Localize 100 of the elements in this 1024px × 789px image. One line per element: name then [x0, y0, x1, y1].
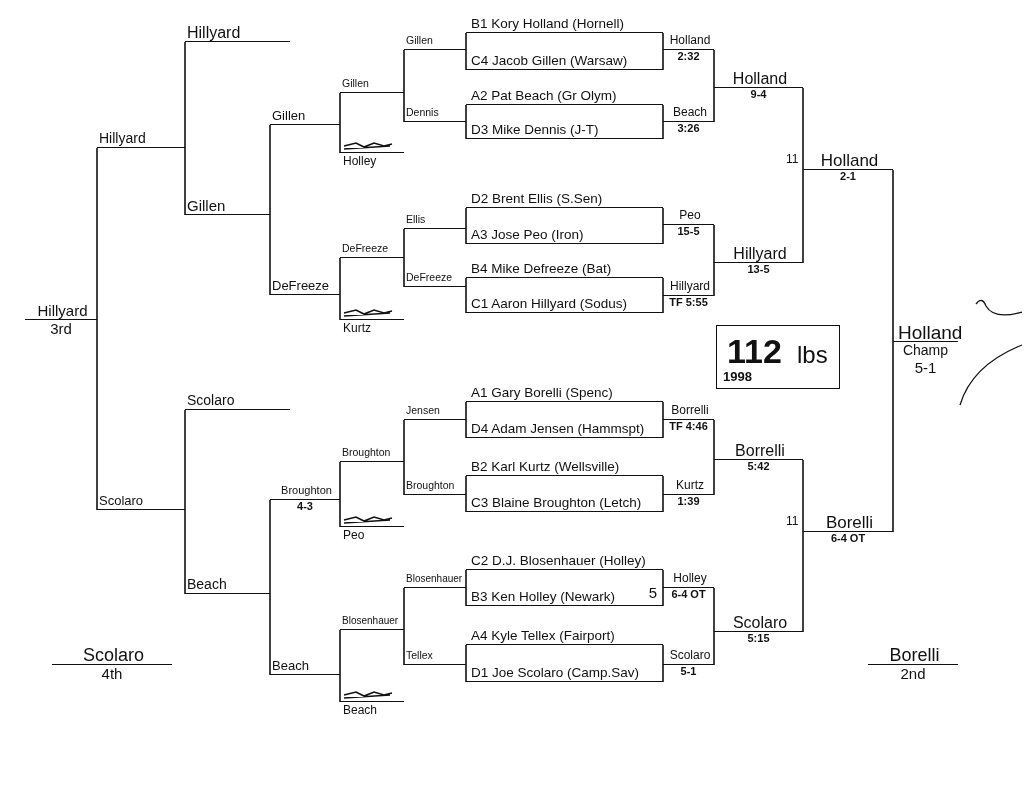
wrestler-name: Beach [270, 657, 340, 675]
bracket-line [662, 401, 664, 421]
weight-class-box [716, 325, 840, 389]
winner-slot [663, 278, 714, 309]
bracket-line [269, 593, 271, 676]
bracket-line [403, 49, 405, 94]
wrestler-name: Gillen [404, 32, 466, 50]
wrestler-name: Beach [663, 104, 714, 122]
placement-label: 3rd [49, 320, 73, 337]
placement-label: 4th [100, 665, 124, 682]
entrant-name: B4 Mike Defreeze (Bat) [466, 260, 663, 278]
bracket-line [662, 49, 664, 71]
entrant-name: D4 Adam Jensen (Hammspt) [466, 420, 663, 438]
wrestler-name: DeFreeze [340, 240, 404, 258]
wrestler-name: Borrelli [714, 442, 803, 460]
winner-slot [663, 647, 714, 678]
placement-slot [25, 302, 97, 337]
bracket-line [662, 224, 664, 245]
match-score: 2-1 [839, 170, 857, 183]
bracket-line [713, 49, 715, 89]
wrestler-name: Hillyard [663, 278, 714, 296]
bracket-line [339, 257, 341, 296]
entrant-name: D3 Mike Dennis (J-T) [466, 121, 663, 139]
match-score: 6-4 OT [670, 588, 707, 601]
bracket-line [184, 409, 186, 511]
wrestler-name: Holland [663, 32, 714, 50]
winner-slot [714, 442, 803, 473]
wrestler-name: Gillen [340, 75, 404, 93]
bracket-line [403, 228, 405, 259]
winner-slot [663, 104, 714, 135]
bracket-line [465, 32, 467, 51]
wrestler-name: Holley [342, 153, 378, 170]
bracket-line [465, 286, 467, 314]
unit-label: lbs [797, 343, 828, 367]
bout-mark: 11 [786, 514, 799, 528]
bracket-line [184, 41, 186, 149]
wrestler-name: Holley [663, 570, 714, 588]
bracket-line [403, 92, 405, 123]
wrestler-name: Blosenhauer [340, 612, 404, 630]
wrestler-name: Borelli [868, 647, 958, 665]
winner-slot [714, 245, 803, 276]
match-score: 6-4 OT [829, 532, 867, 545]
year-label: 1998 [723, 370, 752, 383]
placement-slot [52, 647, 172, 682]
bracket-line [339, 124, 341, 154]
winner-slot [663, 570, 714, 601]
entrant-name: A2 Pat Beach (Gr Olym) [466, 87, 663, 105]
match-score: TF 4:46 [668, 420, 709, 433]
bracket-line [403, 587, 405, 631]
bracket-line [662, 419, 664, 439]
wrestler-name: Broughton [340, 444, 404, 462]
bracket-line [662, 277, 664, 297]
bracket-line [465, 228, 467, 245]
match-score: 5-1 [679, 665, 698, 678]
match-score: 2:32 [676, 50, 701, 63]
bracket-line [465, 121, 467, 140]
bracket-line [662, 295, 664, 314]
bracket-line [892, 341, 894, 533]
placement-slot [868, 647, 958, 682]
winner-slot [663, 32, 714, 63]
wrestler-name: Scolaro [663, 647, 714, 665]
wrestler-name: Jensen [404, 402, 466, 420]
entrant-name: C4 Jacob Gillen (Warsaw) [466, 52, 663, 70]
bracket-line [713, 224, 715, 264]
bracket-line [662, 569, 664, 589]
bracket-line [403, 419, 405, 463]
bracket-line [269, 214, 271, 296]
bracket-line [184, 147, 186, 216]
wrestler-name: Scolaro [97, 492, 185, 510]
wrestler-name: Broughton [270, 482, 340, 500]
winner-slot [663, 477, 714, 508]
bracket-line [713, 587, 715, 633]
wrestler-name: Tellex [404, 647, 466, 665]
bracket-line [662, 644, 664, 666]
bracket-line [339, 294, 341, 321]
wrestler-name: Borrelli [663, 402, 714, 420]
wrestler-name: Hillyard [25, 302, 97, 320]
wrestler-name: Ellis [404, 211, 466, 229]
wrestler-name: Holland [803, 152, 893, 170]
bracket-line [465, 401, 467, 421]
match-score: 13-5 [746, 263, 771, 276]
bracket-line [403, 629, 405, 666]
match-score: 3:26 [676, 122, 701, 135]
bracket-line [339, 461, 341, 501]
bracket-line [96, 147, 98, 321]
bracket-line [662, 32, 664, 51]
wrestler-name: Scolaro [185, 392, 290, 410]
placement-label: 2nd [899, 665, 927, 682]
bracket-line [339, 92, 341, 126]
wrestler-name: Scolaro [52, 647, 172, 665]
weight-number: 112 [727, 334, 782, 368]
bracket-line [713, 459, 715, 496]
bracket-line [713, 87, 715, 123]
winner-slot [714, 614, 803, 645]
bracket-line [465, 494, 467, 513]
wrestler-name: Broughton [404, 477, 466, 495]
bracket-line [713, 262, 715, 297]
wrestler-name: Blosenhauer [404, 570, 466, 588]
wrestler-name: Gillen [185, 197, 270, 215]
bracket-line [96, 319, 98, 511]
